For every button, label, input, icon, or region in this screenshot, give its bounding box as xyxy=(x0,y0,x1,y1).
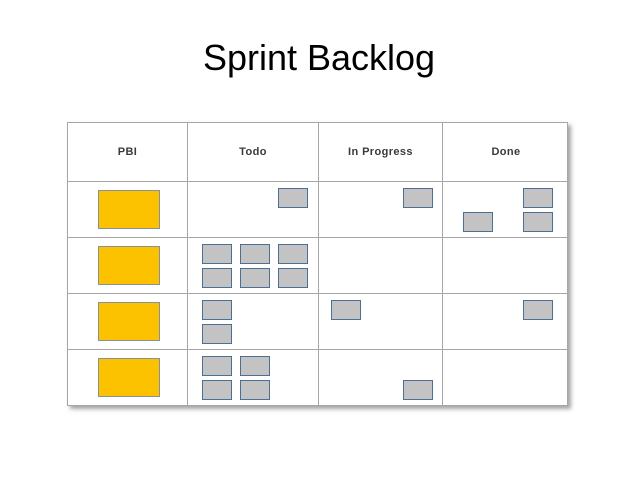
column-header-in-progress: In Progress xyxy=(318,123,442,181)
task-card[interactable] xyxy=(523,212,553,232)
todo-cell xyxy=(187,182,318,237)
todo-cell xyxy=(187,238,318,293)
task-card[interactable] xyxy=(403,188,433,208)
page-title: Sprint Backlog xyxy=(202,37,436,78)
done-cell xyxy=(442,182,569,237)
board-row xyxy=(68,181,567,237)
pbi-card[interactable] xyxy=(98,358,160,397)
task-card[interactable] xyxy=(202,324,232,344)
done-cell xyxy=(442,238,569,293)
task-card[interactable] xyxy=(240,244,270,264)
in-progress-cell xyxy=(318,238,442,293)
todo-cell xyxy=(187,294,318,349)
pbi-cell xyxy=(68,294,187,349)
pbi-card[interactable] xyxy=(98,190,160,229)
pbi-cell xyxy=(68,238,187,293)
task-card[interactable] xyxy=(331,300,361,320)
task-card[interactable] xyxy=(202,356,232,376)
column-header-label: Todo xyxy=(239,146,267,158)
column-header-pbi: PBI xyxy=(68,123,187,181)
board-row xyxy=(68,237,567,293)
done-cell xyxy=(442,350,569,405)
task-card[interactable] xyxy=(202,244,232,264)
done-cell xyxy=(442,294,569,349)
column-header-done: Done xyxy=(442,123,569,181)
board-row xyxy=(68,349,567,405)
task-card[interactable] xyxy=(240,356,270,376)
task-card[interactable] xyxy=(202,300,232,320)
task-card[interactable] xyxy=(523,188,553,208)
pbi-card[interactable] xyxy=(98,246,160,285)
task-card[interactable] xyxy=(202,380,232,400)
task-card[interactable] xyxy=(523,300,553,320)
task-card[interactable] xyxy=(463,212,493,232)
task-card[interactable] xyxy=(403,380,433,400)
task-card[interactable] xyxy=(278,268,308,288)
board-row xyxy=(68,293,567,349)
column-header-label: PBI xyxy=(117,146,138,158)
in-progress-cell xyxy=(318,294,442,349)
board-header-row: PBI Todo In Progress Done xyxy=(68,123,567,181)
column-header-todo: Todo xyxy=(187,123,318,181)
task-card[interactable] xyxy=(278,244,308,264)
task-card[interactable] xyxy=(240,268,270,288)
todo-cell xyxy=(187,350,318,405)
task-card[interactable] xyxy=(202,268,232,288)
pbi-cell xyxy=(68,182,187,237)
task-card[interactable] xyxy=(278,188,308,208)
in-progress-cell xyxy=(318,350,442,405)
pbi-cell xyxy=(68,350,187,405)
task-card[interactable] xyxy=(240,380,270,400)
column-header-label: Done xyxy=(491,146,521,158)
sprint-backlog-board: PBI Todo In Progress Done xyxy=(67,122,568,406)
in-progress-cell xyxy=(318,182,442,237)
pbi-card[interactable] xyxy=(98,302,160,341)
column-header-label: In Progress xyxy=(348,146,413,158)
